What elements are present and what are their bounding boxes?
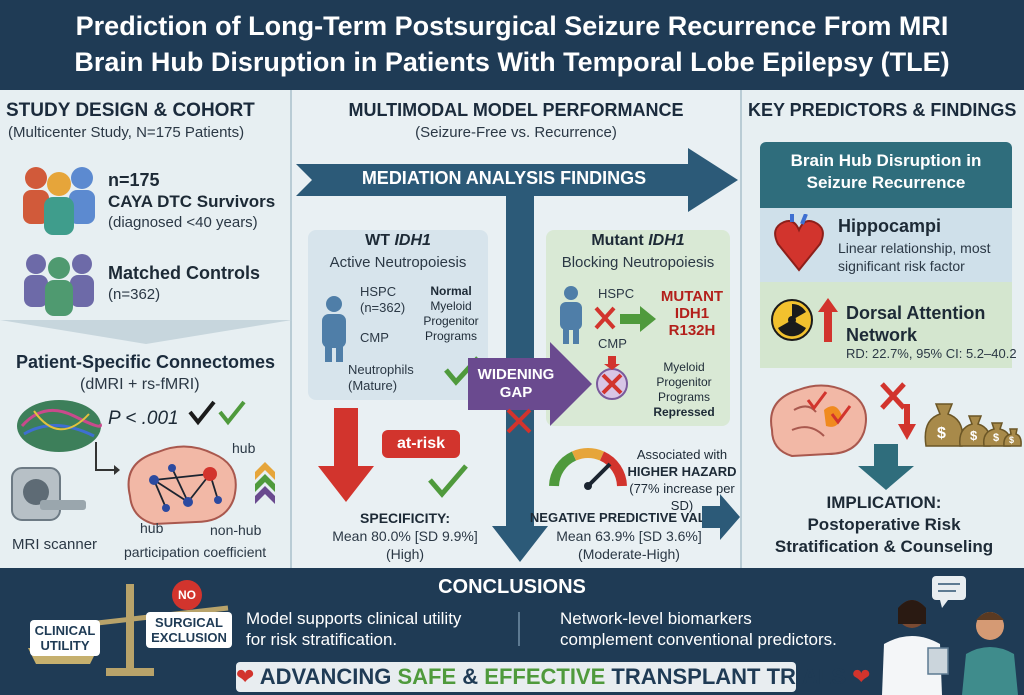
svg-text:$: $ — [937, 425, 946, 442]
conclusion-divider — [518, 612, 520, 646]
heart-icon-right: ❤ — [852, 664, 871, 689]
participation-coefficient-label: participation coefficient — [124, 544, 267, 560]
group1-note: (diagnosed <40 years) — [108, 214, 258, 231]
hazard-gauge-icon — [549, 447, 627, 490]
heart-icon — [774, 214, 824, 272]
wt-cmp: CMP — [360, 330, 389, 345]
section-divider — [0, 320, 292, 344]
connectome-sub: (dMRI + rs-fMRI) — [80, 376, 200, 393]
hippocampi-desc-1: Linear relationship, most — [838, 240, 991, 256]
mutant-sub: Blocking Neutropoiesis — [561, 254, 715, 271]
wt-hspc: HSPC — [360, 284, 397, 299]
mri-scanner-icon — [11, 467, 86, 521]
title-banner: Prediction of Long-Term Postsurgical Sei… — [0, 0, 1024, 90]
at-risk-badge: at-risk — [382, 430, 460, 458]
no-badge: NO — [172, 580, 202, 610]
radiation-icon — [771, 299, 813, 341]
hub-label-bottom: hub — [140, 520, 164, 536]
model-heading: MULTIMODAL MODEL PERFORMANCE — [348, 100, 684, 120]
model-performance-column: MULTIMODAL MODEL PERFORMANCE (Seizure-Fr… — [292, 90, 740, 568]
repressed-cell-icon — [596, 356, 628, 400]
title-line-2: Brain Hub Disruption in Patients With Te… — [74, 47, 950, 77]
conclusions-heading: CONCLUSIONS — [438, 576, 586, 598]
doctor-patient-icon — [882, 576, 1018, 695]
npv-label: NEGATIVE PREDICTIVE VALUE: — [529, 510, 729, 525]
mutant-person-icon — [560, 286, 582, 344]
dan-stat: RD: 22.7%, 95% CI: 5.2–40.2 — [846, 346, 1017, 361]
svg-text:$: $ — [970, 428, 978, 443]
advancing-trials-banner: ❤ ADVANCING SAFE & EFFECTIVE TRANSPLANT … — [236, 662, 871, 692]
wt-title: WT IDH1 — [365, 232, 431, 249]
mediation-arrow-label: MEDIATION ANALYSIS FINDINGS — [361, 168, 647, 188]
wt-neutrophils-mature: (Mature) — [348, 378, 398, 393]
specificity-qual: (High) — [385, 546, 425, 562]
mri-scanner-label: MRI scanner — [12, 536, 98, 553]
wt-sub: Active Neutropoiesis — [329, 254, 467, 271]
wt-neutrophils: Neutrophils — [348, 362, 414, 377]
non-hub-label: non-hub — [210, 522, 262, 538]
reject-down-arrow-icon — [880, 382, 916, 440]
npv-value: Mean 63.9% [SD 3.6%] — [556, 528, 702, 544]
connector-arrow — [95, 442, 120, 475]
implication-arrow — [702, 494, 740, 540]
widening-gap-arrow — [468, 342, 592, 426]
wt-hspc-n: (n=362) — [360, 300, 406, 315]
tractography-brain-icon — [17, 400, 102, 452]
brain-network-icon — [127, 445, 237, 526]
model-subheading: (Seizure-Free vs. Recurrence) — [415, 124, 617, 141]
mediation-arrow — [296, 148, 738, 212]
decrease-arrow-icon — [318, 408, 374, 502]
title-line-1: Prediction of Long-Term Postsurgical Sei… — [75, 11, 949, 41]
group2-n: (n=362) — [108, 286, 161, 303]
hub-label-top: hub — [232, 440, 256, 456]
mutant-cmp: CMP — [598, 336, 627, 351]
blocked-arrow-icon — [594, 306, 656, 332]
brain-check-icons — [806, 391, 852, 425]
key-predictors-column: KEY PREDICTORS & FINDINGS Brain Hub Disr… — [740, 90, 1024, 568]
study-design-column: STUDY DESIGN & COHORT (Multicenter Study… — [0, 90, 292, 568]
check-icons — [188, 400, 246, 426]
group1-name: CAYA DTC Survivors — [108, 192, 276, 211]
npv-qual: (Moderate-High) — [578, 546, 680, 562]
connectome-heading: Patient-Specific Connectomes — [16, 352, 276, 372]
svg-text:$: $ — [1009, 435, 1014, 445]
implication-down-arrow — [858, 444, 914, 490]
hippocampi-desc-2: significant risk factor — [838, 258, 965, 274]
study-design-heading: STUDY DESIGN & COHORT — [6, 100, 255, 121]
at-risk-check-icon — [428, 464, 468, 498]
hub-disruption-header — [760, 142, 1012, 208]
p-value: P < .001 — [108, 408, 179, 429]
mutant-title: Mutant IDH1 — [591, 232, 685, 249]
layers-icon — [255, 462, 275, 504]
increase-arrow-icon — [818, 298, 838, 342]
study-design-subheading: (Multicenter Study, N=175 Patients) — [8, 124, 245, 141]
mutant-hspc: HSPC — [598, 286, 635, 301]
svg-text:$: $ — [993, 432, 999, 444]
specificity-label: SPECIFICITY: — [360, 510, 450, 526]
group1-n: n=175 — [108, 170, 160, 190]
specificity-value: Mean 80.0% [SD 9.9%] — [332, 528, 478, 544]
controls-group-icon — [24, 254, 94, 316]
heart-icon-left: ❤ — [236, 664, 255, 689]
patients-group-icon — [23, 167, 95, 235]
hippocampi-name: Hippocampi — [838, 216, 942, 236]
gap-x-icon — [506, 408, 532, 434]
key-predictors-heading: KEY PREDICTORS & FINDINGS — [748, 100, 1017, 120]
group2-name: Matched Controls — [108, 263, 261, 283]
person-icon — [322, 296, 346, 362]
money-bags-icon: $ $ $ $ — [924, 403, 1022, 447]
